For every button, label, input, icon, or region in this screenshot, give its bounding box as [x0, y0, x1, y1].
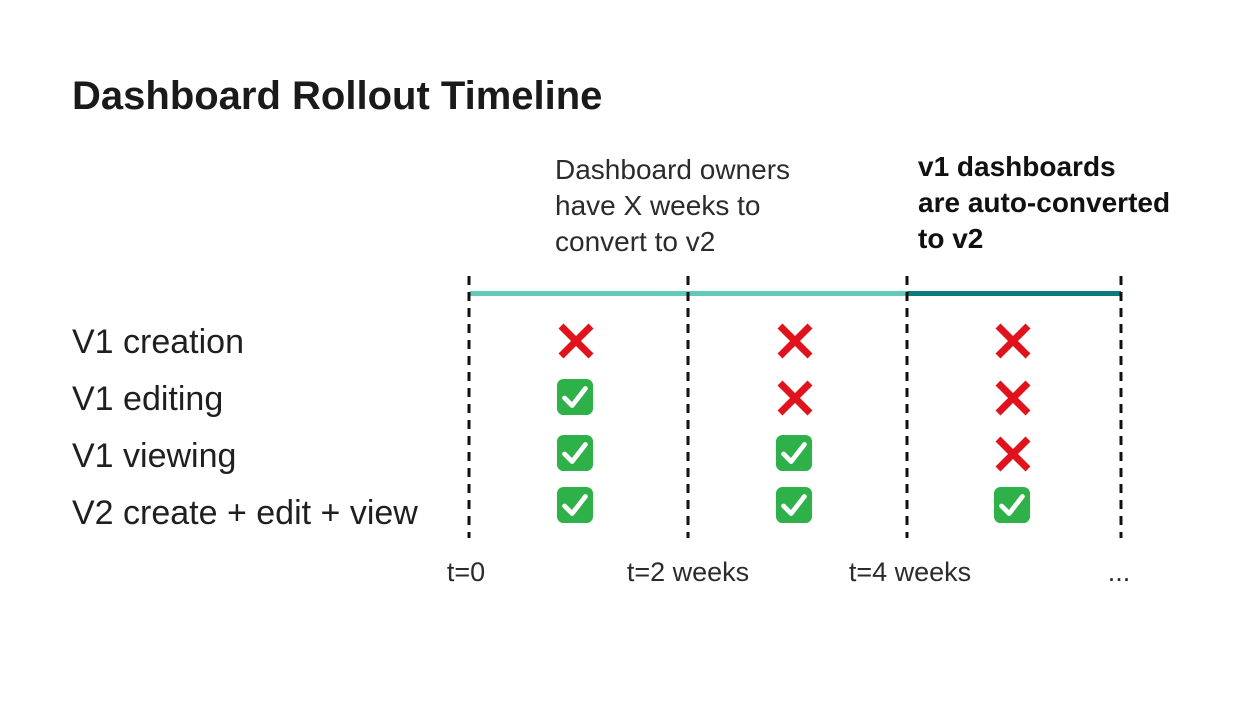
- row-label-v1-viewing: V1 viewing: [72, 437, 237, 475]
- check-icon: [775, 434, 815, 474]
- check-icon: [556, 378, 596, 418]
- time-marker-ellipsis: ...: [1107, 557, 1131, 587]
- auto-convert-note-line: are auto-converted: [918, 187, 1171, 218]
- page-title: Dashboard Rollout Timeline: [72, 74, 603, 118]
- grace-period-note-line: convert to v2: [555, 226, 716, 257]
- check-icon: [556, 486, 596, 526]
- auto-convert-note-line: v1 dashboards: [918, 151, 1116, 182]
- check-icon: [775, 486, 815, 526]
- cross-icon: [993, 321, 1033, 361]
- cross-icon: [775, 321, 815, 361]
- cross-icon: [993, 378, 1033, 418]
- cross-icon: [556, 321, 596, 361]
- row-label-v2-create-edit-view: V2 create + edit + view: [72, 494, 418, 532]
- row-label-v1-creation: V1 creation: [72, 323, 244, 361]
- cross-icon: [775, 378, 815, 418]
- grace-period-note-line: have X weeks to: [555, 190, 761, 221]
- grace-period-note: Dashboard owners have X weeks to convert…: [555, 152, 790, 260]
- auto-convert-note: v1 dashboards are auto-converted to v2: [918, 149, 1170, 257]
- grace-period-note-line: Dashboard owners: [555, 154, 791, 185]
- time-marker-t4-weeks: t=4 weeks: [848, 557, 972, 587]
- check-icon: [556, 434, 596, 474]
- row-label-v1-editing: V1 editing: [72, 380, 224, 418]
- time-marker-t2-weeks: t=2 weeks: [626, 557, 750, 587]
- cross-icon: [993, 434, 1033, 474]
- auto-convert-note-line: to v2: [918, 223, 984, 254]
- time-marker-t0: t=0: [446, 557, 486, 587]
- check-icon: [993, 486, 1033, 526]
